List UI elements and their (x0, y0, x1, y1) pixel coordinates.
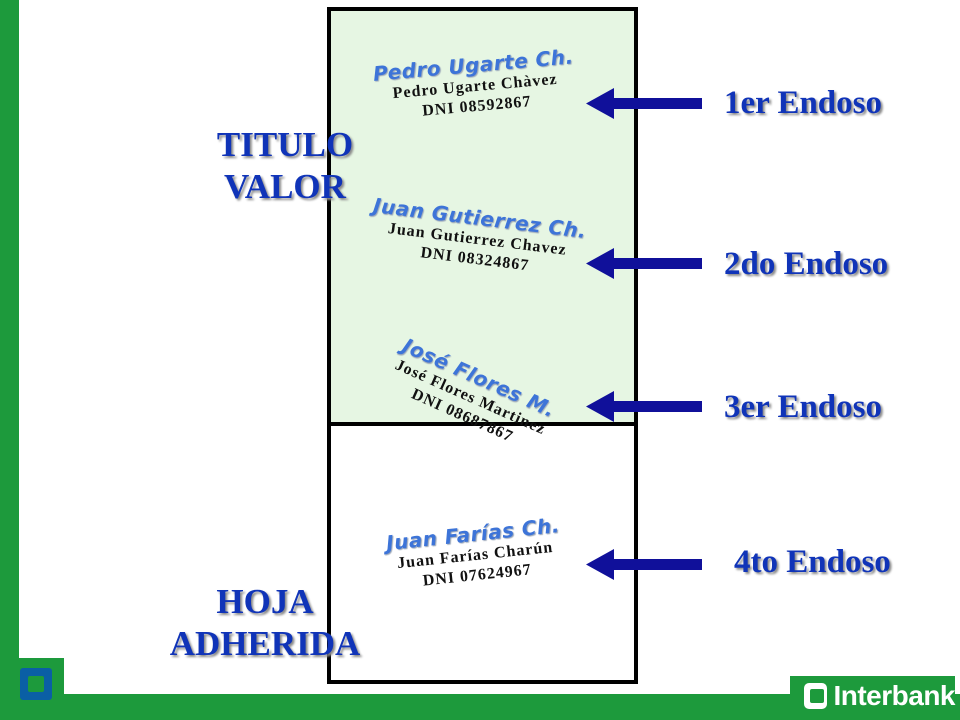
endorsement-label-2: 2do Endoso (724, 246, 889, 282)
hoja-adherida-label: HOJA ADHERIDA (169, 582, 361, 663)
endorsement-label-4: 4to Endoso (734, 544, 891, 580)
titulo-valor-label: TITULO VALOR (216, 125, 354, 206)
endorsement-label-1: 1er Endoso (724, 85, 883, 121)
interbank-logo: Interbank (790, 676, 955, 716)
left-accent-bar (0, 0, 19, 720)
brand-name: Interbank (833, 680, 955, 711)
endorsement-label-3: 3er Endoso (724, 389, 883, 425)
interbank-logo-icon (804, 683, 828, 709)
titulo-valor-document (327, 7, 638, 426)
corner-logo-icon (8, 658, 64, 710)
